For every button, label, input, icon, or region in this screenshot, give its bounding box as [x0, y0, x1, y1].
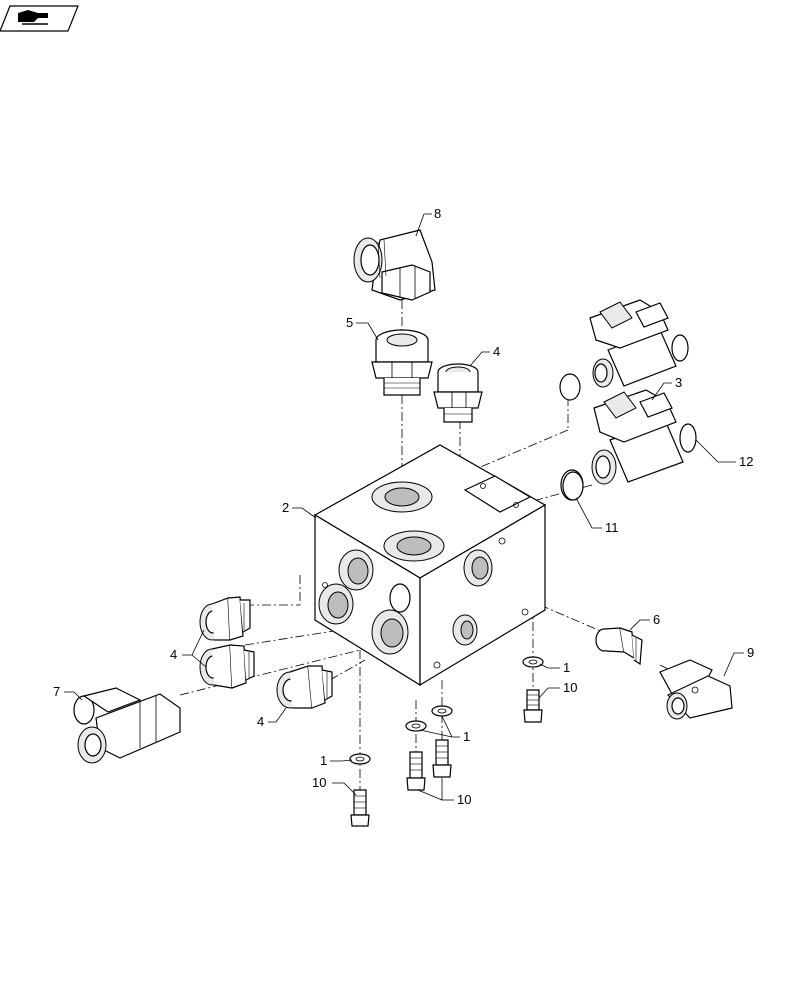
elbow-fitting-9: [659, 659, 733, 720]
callout-10-right: 10: [563, 680, 577, 695]
straight-fitting-4-left-upper: [199, 596, 251, 641]
tee-fitting-7: [73, 687, 181, 764]
elbow-fitting-8: [353, 229, 436, 301]
washers-1: [349, 656, 544, 765]
callout-5: 5: [346, 315, 353, 330]
callout-6: 6: [653, 612, 660, 627]
callout-4-left: 4: [170, 647, 177, 662]
valve-block: [313, 444, 547, 687]
callout-9: 9: [747, 645, 754, 660]
callout-3: 3: [675, 375, 682, 390]
straight-fitting-4-top: [433, 363, 483, 423]
callout-4-top: 4: [493, 344, 500, 359]
callout-labels: 8 5 4 3 12 11 2 4 4 6 9 7 1 10 1 1 10 10: [53, 206, 754, 807]
callout-10-middle: 10: [457, 792, 471, 807]
callout-1-right: 1: [563, 660, 570, 675]
callout-4-bottom: 4: [257, 714, 264, 729]
straight-fitting-4-left-lower: [199, 644, 255, 689]
callout-10-left: 10: [312, 775, 326, 790]
book-nav-icon[interactable]: [0, 5, 79, 32]
bolts-10: [350, 689, 543, 827]
leader-lines: [64, 213, 744, 801]
callout-8: 8: [434, 206, 441, 221]
solenoid-valve-3: [559, 299, 689, 401]
adapter-fitting-5: [371, 329, 433, 396]
callout-12: 12: [739, 454, 753, 469]
callout-1-middle: 1: [463, 729, 470, 744]
callout-1-left: 1: [320, 753, 327, 768]
callout-2: 2: [282, 500, 289, 515]
solenoid-valve-12: [560, 389, 697, 501]
straight-fitting-6: [595, 627, 643, 666]
callout-7: 7: [53, 684, 60, 699]
o-ring-11: [562, 471, 584, 501]
straight-fitting-4-bottom: [276, 665, 333, 709]
callout-11: 11: [605, 520, 619, 535]
